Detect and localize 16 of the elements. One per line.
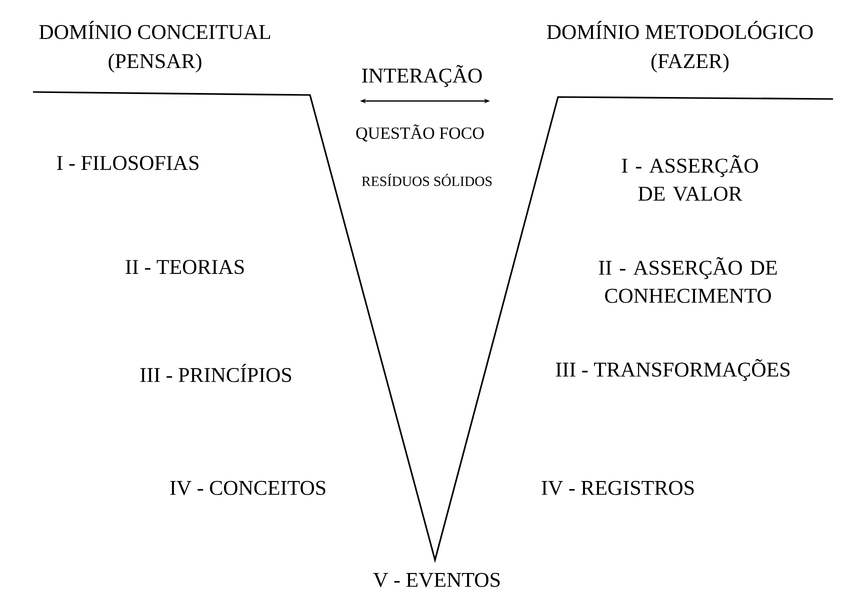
level-label: III - PRINCÍPIOS bbox=[140, 364, 292, 382]
level-label: III - TRANSFORMAÇÕES bbox=[556, 358, 790, 382]
level-label: II - ASSERÇÃO DE CONHECIMENTO bbox=[598, 257, 777, 303]
topic-label: RESÍDUOS SÓLIDOS bbox=[362, 174, 492, 186]
level-label: IV - REGISTROS bbox=[542, 480, 694, 496]
level-label: II - TEORIAS bbox=[126, 260, 244, 274]
level-label: V - EVENTOS bbox=[373, 572, 500, 588]
heading: DOMÍNIO METODOLÓGICO bbox=[546, 20, 813, 40]
level-label: IV - CONCEITOS bbox=[170, 480, 326, 496]
heading: (PENSAR) bbox=[108, 53, 202, 73]
heading: DOMÍNIO CONCEITUAL bbox=[39, 20, 270, 40]
level-label: I - FILOSOFIAS bbox=[57, 156, 198, 170]
focus-question: QUESTÃO FOCO bbox=[356, 124, 484, 142]
level-label: I - ASSERÇÃO DE VALOR bbox=[622, 155, 758, 201]
interaction-label: INTERAÇÃO bbox=[362, 64, 482, 88]
heading: (FAZER) bbox=[651, 53, 729, 73]
